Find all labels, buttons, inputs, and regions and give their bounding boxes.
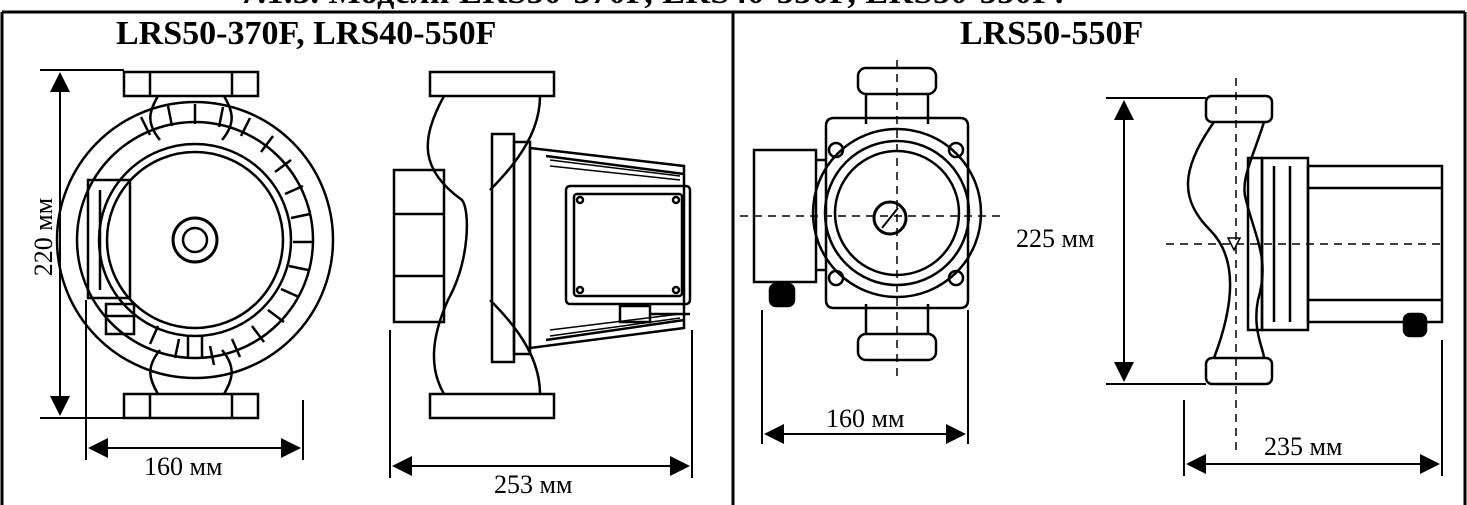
left-height-label: 220 мм <box>29 197 58 277</box>
left-panel-title: LRS50-370F, LRS40-550F <box>116 15 497 52</box>
right-panel-title: LRS50-550F <box>960 15 1144 52</box>
right-side-view-pump <box>1186 94 1444 386</box>
table-frame <box>0 10 1467 505</box>
right-front-view-pump <box>752 66 983 362</box>
header-text: 7.1.3. Модели LRS50-370F, LRS40-550F, LR… <box>240 0 1065 12</box>
right-front-centerlines <box>740 60 1000 380</box>
left-side-view-pump <box>392 70 692 420</box>
right-side-centerlines <box>1166 78 1442 450</box>
right-side-width-dimension <box>1183 340 1443 476</box>
left-front-width-label: 160 мм <box>144 452 223 481</box>
left-width-dimension <box>85 300 304 460</box>
right-front-width-dimension <box>761 310 969 444</box>
left-side-width-label: 253 мм <box>494 470 573 499</box>
left-height-dimension <box>40 69 124 419</box>
left-front-ribs <box>139 104 312 366</box>
left-side-fins <box>549 159 681 337</box>
right-height-label: 225 мм <box>1016 224 1095 253</box>
right-height-dimension <box>1106 97 1206 385</box>
right-side-width-label: 235 мм <box>1264 432 1343 461</box>
cut-off-header: 7.1.3. Модели LRS50-370F, LRS40-550F, LR… <box>0 0 1467 12</box>
right-front-width-label: 160 мм <box>826 404 905 433</box>
left-side-width-dimension <box>389 330 693 478</box>
